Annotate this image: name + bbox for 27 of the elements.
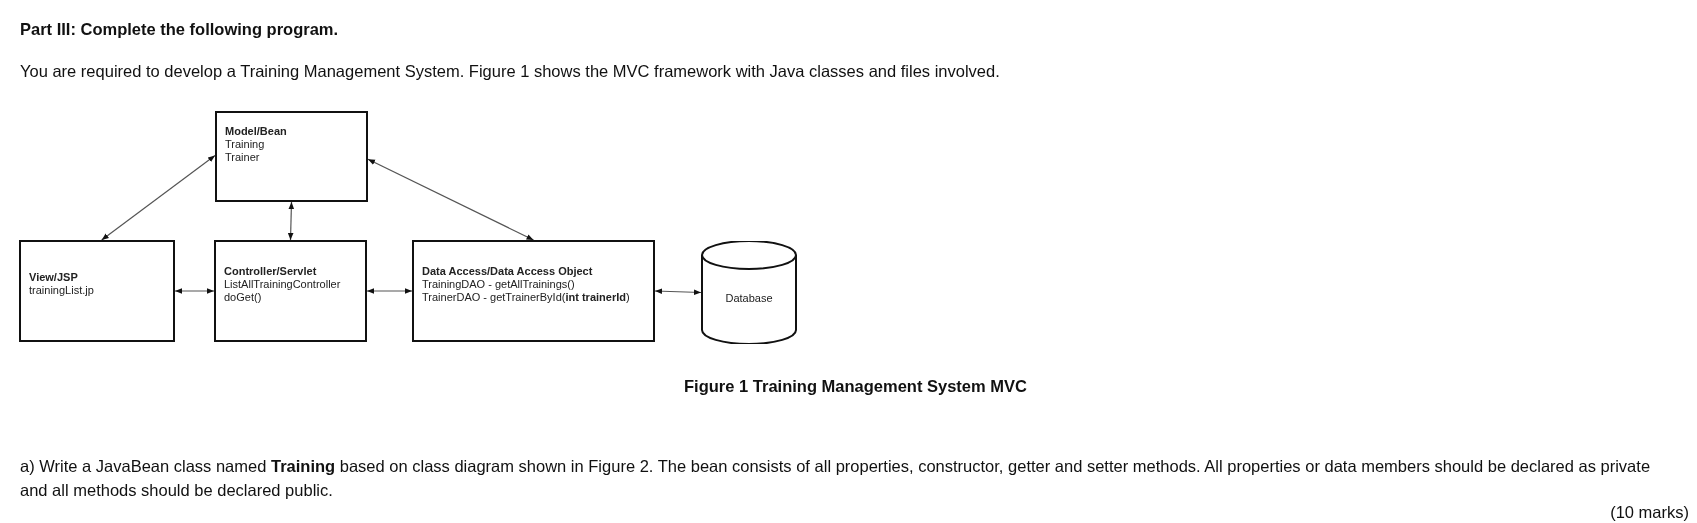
box-text: Database xyxy=(725,292,773,305)
arrow xyxy=(101,155,216,241)
box-heading: Data Access/Data Access Object xyxy=(422,264,594,278)
arrow xyxy=(367,158,535,241)
box-text: Training xyxy=(225,138,266,151)
box-heading: View/JSP xyxy=(29,271,79,284)
box-heading: Model/Bean xyxy=(225,125,288,138)
box-text: Trainer xyxy=(225,151,261,164)
data-access-box xyxy=(412,240,655,342)
box-text: TrainingDAO - getAllTrainings() xyxy=(422,277,576,291)
box-text: trainingList.jp xyxy=(29,284,95,297)
box-text: ListAllTrainingController xyxy=(224,277,342,291)
marks-note: (10 marks) xyxy=(1610,502,1689,523)
controller-box xyxy=(214,240,367,342)
model-box xyxy=(215,111,368,202)
box-text: doGet() xyxy=(224,290,263,304)
figure-caption: Figure 1 Training Management System MVC xyxy=(683,376,1028,397)
section-heading: Part III: Complete the following program. xyxy=(20,19,339,40)
arrow xyxy=(287,201,295,241)
intro-paragraph: You are required to develop a Training Management System. Figure 1 shows the MVC framework with Java classes and files involved. xyxy=(20,61,1001,82)
box-text: TrainerDAO - getTrainerById(int trainerId) xyxy=(422,290,631,304)
box-heading: Controller/Servlet xyxy=(224,264,318,278)
arrow xyxy=(654,288,702,296)
question-paragraph: a) Write a JavaBean class named Training based on class diagram shown in Figure 2. The bean consists of all properties, constructor, getter and setter methods. All properties or data members should be declared as private and all methods should be declared public. xyxy=(20,456,1652,501)
arrow xyxy=(366,288,413,294)
arrow xyxy=(174,288,215,294)
view-box xyxy=(19,240,175,342)
